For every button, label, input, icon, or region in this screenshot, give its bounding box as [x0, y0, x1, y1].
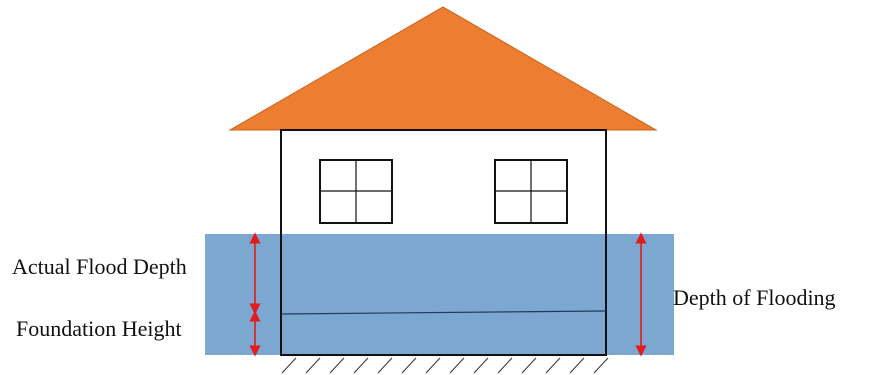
window-left: [320, 160, 392, 223]
actual-flood-depth-label: Actual Flood Depth: [12, 254, 187, 279]
depth-of-flooding-label: Depth of Flooding: [673, 285, 836, 310]
window-right: [495, 160, 567, 223]
foundation-height-label: Foundation Height: [16, 316, 182, 341]
ground-hatching: [282, 358, 608, 373]
house-roof: [230, 7, 656, 130]
flood-water: [205, 234, 674, 355]
